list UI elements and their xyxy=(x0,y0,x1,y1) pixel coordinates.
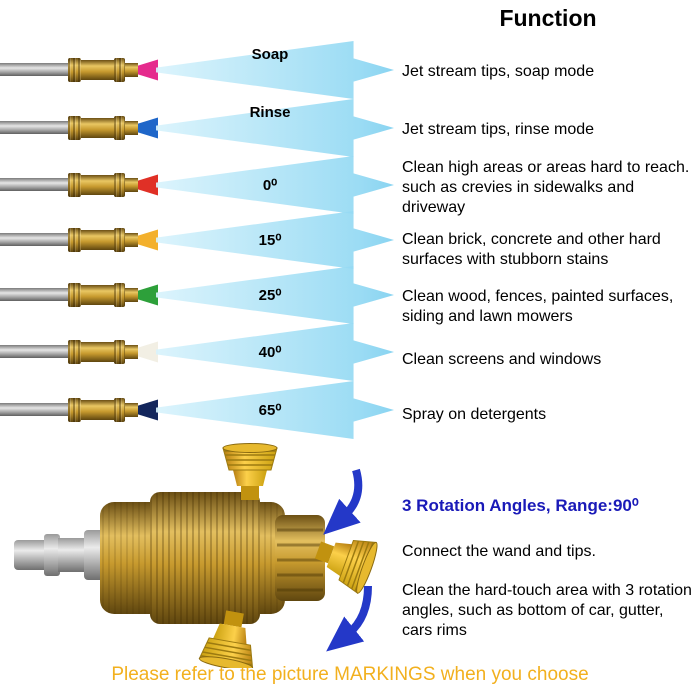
brass-neck xyxy=(125,403,138,417)
brass-ring xyxy=(68,283,81,307)
nozzle-tip xyxy=(138,341,158,363)
nozzle-tip xyxy=(138,284,158,306)
nozzle-tip xyxy=(138,117,158,139)
brass-ring xyxy=(68,398,81,422)
nozzle-row-soap: Soap xyxy=(0,40,400,100)
quick-connect-plug xyxy=(14,540,48,570)
nozzle-description: Jet stream tips, soap mode xyxy=(402,63,595,80)
wand-rod xyxy=(0,403,70,416)
brass-ring xyxy=(68,340,81,364)
nozzle-description: Spray on detergents xyxy=(402,406,547,423)
brass-neck xyxy=(125,121,138,135)
brass-ring xyxy=(114,173,125,197)
brass-ring xyxy=(114,116,125,140)
brass-neck xyxy=(125,288,138,302)
wand-rod xyxy=(0,288,70,301)
brass-ring xyxy=(68,228,81,252)
brass-neck xyxy=(125,63,138,77)
brass-neck xyxy=(125,345,138,359)
brass-ring xyxy=(114,228,125,252)
rotation-arrow-icon xyxy=(326,585,372,652)
nozzle-label: Rinse xyxy=(249,104,291,121)
rotation-heading: 3 Rotation Angles, Range:90⁰ xyxy=(402,496,639,515)
nozzle-label: 65⁰ xyxy=(258,402,282,419)
nozzle-label: 25⁰ xyxy=(258,287,282,304)
brass-ring xyxy=(114,283,125,307)
rotation-line-2: Clean the hard-touch area with 3 rotatio… xyxy=(402,582,692,639)
nozzle-label: 0⁰ xyxy=(262,177,278,194)
brass-coupler xyxy=(81,342,114,362)
nozzle-label: 40⁰ xyxy=(258,344,282,361)
wand-rod xyxy=(0,345,70,358)
nozzle-row-15: 15⁰ xyxy=(0,210,400,270)
rotation-coupler-illustration xyxy=(0,440,400,674)
coupler-image xyxy=(14,442,382,674)
brass-coupler xyxy=(81,230,114,250)
brass-ring xyxy=(114,340,125,364)
rotation-arrow-icon xyxy=(323,468,363,535)
nozzle-tip xyxy=(138,59,158,81)
brass-ring xyxy=(68,58,81,82)
wand-rod xyxy=(0,63,70,76)
brass-ring xyxy=(114,58,125,82)
nozzle-row-rinse: Rinse xyxy=(0,98,400,158)
nozzle-row-25: 25⁰ xyxy=(0,265,400,325)
nozzle-label: 15⁰ xyxy=(258,232,282,249)
nozzle-tip xyxy=(138,399,158,421)
nozzle-description: Clean brick, concrete and other hard sur… xyxy=(402,231,661,268)
wand-rod xyxy=(0,121,70,134)
nozzle-tip xyxy=(138,174,158,196)
rotation-line-1: Connect the wand and tips. xyxy=(402,543,596,560)
footer-note: Please refer to the picture MARKINGS whe… xyxy=(111,664,589,685)
yellow-tip-up xyxy=(222,442,278,501)
brass-ring xyxy=(68,116,81,140)
nozzle-description: Clean high areas or areas hard to reach.… xyxy=(402,159,690,216)
nozzle-description: Jet stream tips, rinse mode xyxy=(402,121,595,138)
function-title: Function xyxy=(499,5,597,31)
nozzle-row-65: 65⁰ xyxy=(0,380,400,440)
brass-coupler xyxy=(81,400,114,420)
brass-coupler xyxy=(81,60,114,80)
nozzle-tip xyxy=(138,229,158,251)
brass-ring xyxy=(114,398,125,422)
brass-coupler xyxy=(81,285,114,305)
nozzle-description: Clean wood, fences, painted surfaces, si… xyxy=(402,288,674,325)
brass-coupler xyxy=(81,175,114,195)
wand-rod xyxy=(0,178,70,191)
brass-neck xyxy=(125,233,138,247)
brass-coupler xyxy=(81,118,114,138)
nozzle-description: Clean screens and windows xyxy=(402,351,602,368)
nozzle-label: Soap xyxy=(251,46,289,63)
nozzle-row-0: 0⁰ xyxy=(0,155,400,215)
wand-rod xyxy=(0,233,70,246)
brass-ring xyxy=(68,173,81,197)
nozzle-row-40: 40⁰ xyxy=(0,322,400,382)
brass-neck xyxy=(125,178,138,192)
